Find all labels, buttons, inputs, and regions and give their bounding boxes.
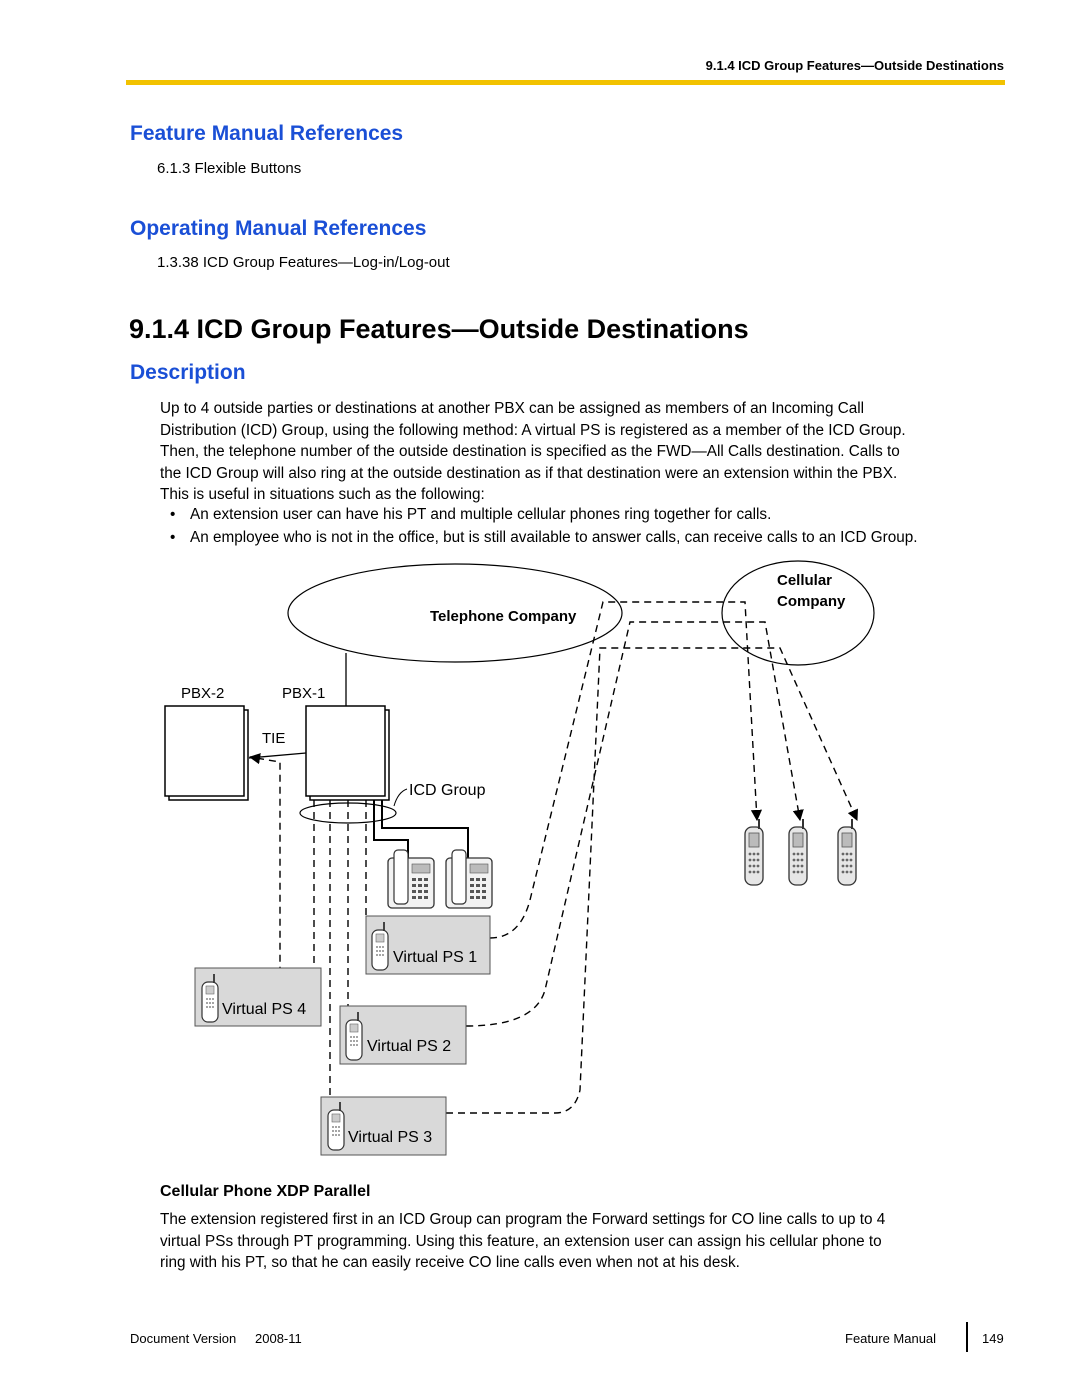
header-rule: [126, 80, 1005, 85]
description-paragraph: Up to 4 outside parties or destinations …: [160, 398, 1010, 506]
bullet-dot: •: [170, 529, 176, 546]
virtual-ps-3-label: Virtual PS 3: [348, 1129, 432, 1146]
operating-ref-item[interactable]: 1.3.38 ICD Group Features—Log-in/Log-out: [157, 254, 450, 271]
tie-line: [248, 752, 307, 759]
pbx2-box: [164, 705, 245, 797]
doc-version-label: Document Version: [130, 1331, 237, 1346]
icd-group-label: ICD Group: [409, 782, 486, 799]
telephone-company-label: Telephone Company: [430, 608, 577, 625]
virtual-ps-2-box: Virtual PS 2: [339, 1005, 467, 1065]
description-line: Distribution (ICD) Group, using the foll…: [160, 421, 906, 439]
virtual-ps-4-label: Virtual PS 4: [222, 1001, 306, 1018]
footer-divider: [966, 1322, 968, 1352]
tie-label: TIE: [262, 730, 285, 747]
bullet-text: An extension user can have his PT and mu…: [190, 506, 772, 523]
manual-name: Feature Manual: [845, 1331, 937, 1346]
virtual-ps-3-box: Virtual PS 3: [320, 1096, 447, 1156]
pt-line-2: [381, 800, 469, 858]
page-number: 149: [982, 1331, 1004, 1346]
pbx1-label: PBX-1: [282, 685, 325, 702]
xdp-paragraph: The extension registered first in an ICD…: [160, 1209, 1010, 1274]
ps4-forward-path: [248, 753, 315, 991]
feature-refs-heading: Feature Manual References: [130, 122, 404, 145]
ps3-forward-path: [446, 647, 858, 1114]
description-line: Then, the telephone number of the outsid…: [160, 443, 900, 460]
cellular-company-label: Cellular: [777, 572, 832, 589]
pt-line-1: [373, 800, 409, 858]
virtual-ps-1-label: Virtual PS 1: [393, 949, 477, 966]
operating-refs-heading: Operating Manual References: [130, 217, 427, 240]
description-line: This is useful in situations such as the…: [160, 486, 485, 503]
icd-group-pointer: [393, 788, 408, 807]
cellular-company-label: Company: [777, 593, 846, 610]
virtual-ps-1-box: Virtual PS 1: [365, 915, 491, 975]
cellular-phone-icon: [744, 818, 764, 886]
pbx1-box: [305, 705, 386, 797]
cellular-phone-icon: [837, 818, 857, 886]
running-header: 9.1.4 ICD Group Features—Outside Destina…: [705, 58, 1004, 73]
description-heading: Description: [130, 361, 246, 384]
cellular-phone-icon: [788, 818, 808, 886]
doc-version-value: 2008-11: [255, 1331, 302, 1346]
telephone-company-cloud: [287, 563, 623, 663]
section-title: 9.1.4 ICD Group Features—Outside Destina…: [129, 314, 749, 344]
xdp-line: ring with his PT, so that he can easily …: [160, 1254, 740, 1271]
xdp-line: The extension registered first in an ICD…: [160, 1211, 886, 1228]
virtual-ps-2-label: Virtual PS 2: [367, 1038, 451, 1055]
desk-phone-icon: [387, 849, 435, 909]
xdp-heading: Cellular Phone XDP Parallel: [160, 1183, 371, 1200]
pbx2-label: PBX-2: [181, 685, 224, 702]
bullet-text: An employee who is not in the office, bu…: [190, 529, 918, 546]
virtual-ps-4-box: Virtual PS 4: [194, 967, 322, 1027]
cellular-company-cloud: [721, 560, 875, 666]
bullet-dot: •: [170, 506, 176, 523]
feature-ref-item[interactable]: 6.1.3 Flexible Buttons: [157, 160, 302, 177]
ps2-forward-path: [465, 621, 804, 1027]
ps1-forward-path: [489, 601, 763, 939]
xdp-line: virtual PSs through PT programming. Usin…: [160, 1232, 882, 1250]
description-line: Up to 4 outside parties or destinations …: [160, 400, 865, 417]
description-line: the ICD Group will also ring at the outs…: [160, 464, 898, 482]
desk-phone-icon: [445, 849, 493, 909]
